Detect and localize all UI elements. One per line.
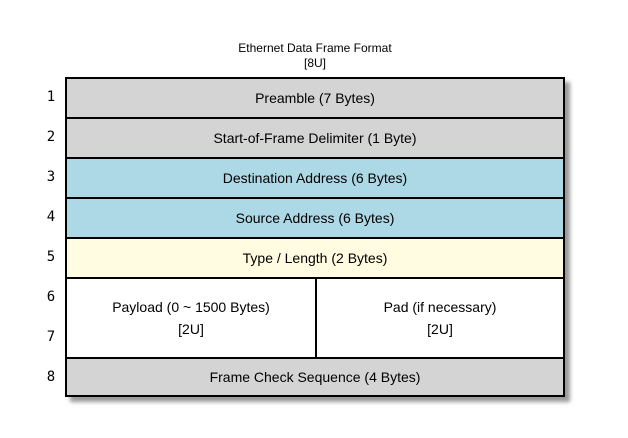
frame-cell-pad-label: Pad (if necessary) — [383, 299, 497, 315]
row-number-4: 4 — [46, 209, 56, 225]
frame-row-sfd-label: Start-of-Frame Delimiter (1 Byte) — [213, 130, 417, 146]
row-number-7: 7 — [46, 329, 56, 345]
frame-cell-payload-label: Payload (0 ~ 1500 Bytes) — [112, 299, 270, 315]
frame-row-source-address: Source Address (6 Bytes) — [67, 199, 563, 239]
diagram-title: Ethernet Data Frame Format [8U] — [65, 41, 565, 71]
row-number-6: 6 — [46, 289, 56, 305]
row-number-3: 3 — [46, 169, 56, 185]
frame-table: Preamble (7 Bytes) Start-of-Frame Delimi… — [65, 77, 565, 397]
frame-row-type-length: Type / Length (2 Bytes) — [67, 239, 563, 279]
row-number-5: 5 — [46, 249, 56, 265]
row-number-8: 8 — [46, 369, 56, 385]
frame-row-source-address-label: Source Address (6 Bytes) — [235, 210, 395, 226]
frame-cell-payload-sublabel: [2U] — [178, 321, 204, 337]
frame-row-destination-address-label: Destination Address (6 Bytes) — [222, 170, 408, 186]
frame-row-type-length-label: Type / Length (2 Bytes) — [242, 250, 388, 266]
frame-row-sfd: Start-of-Frame Delimiter (1 Byte) — [67, 119, 563, 159]
frame-row-fcs: Frame Check Sequence (4 Bytes) — [67, 359, 563, 395]
frame-cell-pad: Pad (if necessary) [2U] — [315, 279, 563, 357]
diagram-title-text: Ethernet Data Frame Format — [238, 41, 392, 55]
frame-cell-payload: Payload (0 ~ 1500 Bytes) [2U] — [67, 279, 315, 357]
diagram-title-subtext: [8U] — [303, 56, 326, 70]
frame-row-preamble-label: Preamble (7 Bytes) — [255, 90, 375, 106]
row-number-column: 1 2 3 4 5 6 7 8 — [36, 77, 66, 397]
row-number-1: 1 — [46, 89, 56, 105]
frame-row-preamble: Preamble (7 Bytes) — [67, 79, 563, 119]
frame-cell-pad-sublabel: [2U] — [427, 321, 453, 337]
frame-row-payload-pad: Payload (0 ~ 1500 Bytes) [2U] Pad (if ne… — [67, 279, 563, 359]
frame-row-fcs-label: Frame Check Sequence (4 Bytes) — [209, 369, 421, 385]
frame-row-destination-address: Destination Address (6 Bytes) — [67, 159, 563, 199]
row-number-2: 2 — [46, 129, 56, 145]
